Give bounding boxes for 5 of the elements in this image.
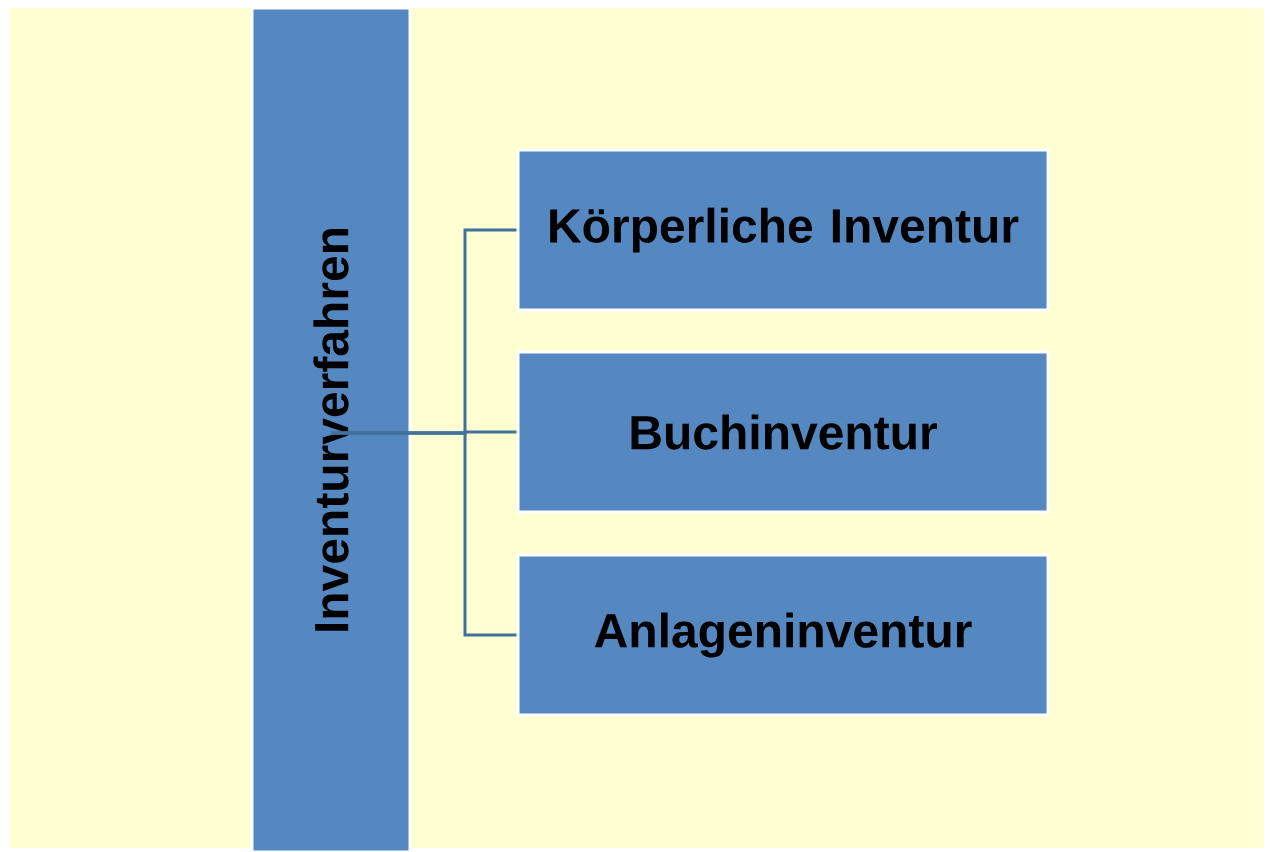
- process-box: Anlageninventur: [516, 553, 1050, 717]
- vertical-bar: Inventurverfahren: [250, 6, 412, 852]
- connector-line: [331, 431, 517, 637]
- process-box: Körperliche Inventur: [516, 148, 1050, 312]
- process-box: Buchinventur: [516, 350, 1050, 514]
